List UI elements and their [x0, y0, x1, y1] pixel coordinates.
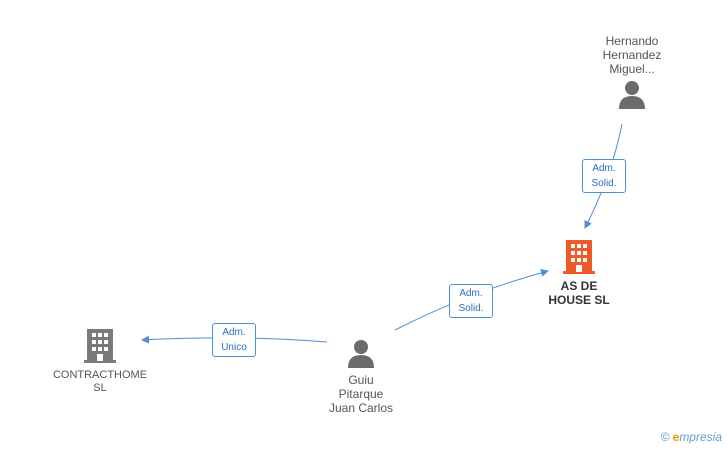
brand-initial: e	[672, 430, 680, 444]
role-badge-guiu-asde[interactable]: Adm. Solid.	[449, 284, 493, 318]
person-name: Guiu Pitarque Juan Carlos	[328, 373, 394, 415]
node-guiu[interactable]: Guiu Pitarque Juan Carlos	[314, 338, 408, 415]
person-icon	[348, 340, 374, 368]
person-name: Hernando Hernandez Miguel...	[602, 34, 662, 76]
node-asde-house[interactable]: AS DE HOUSE SL	[536, 239, 622, 307]
building-icon	[563, 240, 595, 274]
role-badge-guiu-contracthome[interactable]: Adm. Unico	[212, 323, 256, 357]
building-icon	[84, 329, 116, 363]
node-contracthome[interactable]: CONTRACTHOME SL	[52, 328, 148, 395]
copyright-symbol: ©	[660, 430, 670, 444]
brand-name: mpresia	[679, 430, 722, 444]
person-icon	[619, 81, 645, 109]
company-name: AS DE HOUSE SL	[548, 279, 610, 307]
empresia-logo[interactable]: ©empresia	[661, 430, 722, 444]
node-hernando[interactable]: Hernando Hernandez Miguel...	[585, 34, 679, 109]
role-badge-hernando-asde[interactable]: Adm. Solid.	[582, 159, 626, 193]
company-name: CONTRACTHOME SL	[52, 369, 148, 394]
